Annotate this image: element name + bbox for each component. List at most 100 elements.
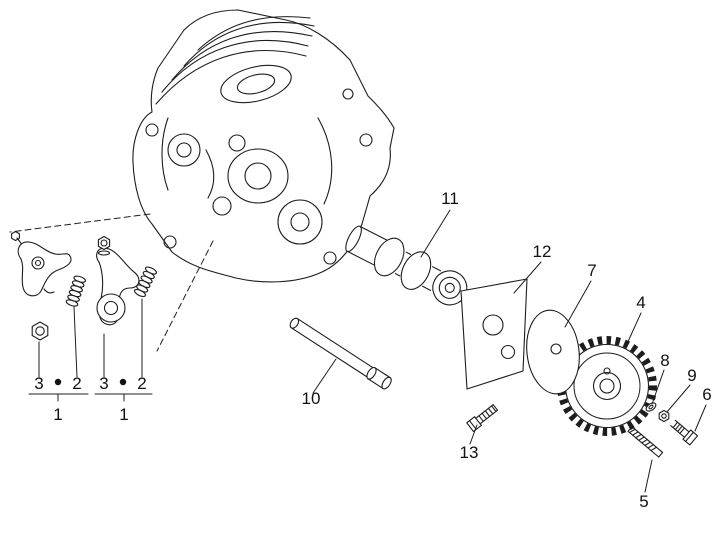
callout-12: 12 (533, 242, 552, 261)
screw-thread (484, 410, 491, 417)
valve-port-inner (176, 142, 192, 158)
callout-6: 6 (702, 385, 711, 404)
callout-1-right: 1 (119, 405, 128, 424)
hex-nut (658, 409, 670, 423)
bolt-thread (672, 421, 679, 429)
cam-journal-edge (421, 285, 432, 291)
cam-shaft-edge (405, 251, 412, 256)
rocker-arm (17, 241, 72, 297)
screw-thread (481, 412, 488, 420)
casting-line (205, 149, 215, 199)
separator-dot-left (54, 378, 62, 386)
cam-bearing-bore (444, 282, 455, 293)
cam-shaft-edge (359, 225, 389, 242)
cam-shaft-edge (394, 273, 401, 277)
plate-outline (460, 278, 528, 390)
stud-end (627, 426, 633, 432)
bolt-thread (674, 423, 681, 431)
valve-spring (65, 275, 87, 307)
pin-edge (296, 318, 376, 370)
pin-edge (374, 367, 391, 379)
rocker-pad-line (43, 288, 55, 294)
callout-13: 13 (460, 443, 479, 462)
combustion-chamber-inner (244, 162, 272, 190)
bolt-hole (359, 133, 373, 147)
callout-3-right: 3 (99, 374, 108, 393)
cooling-fins (155, 16, 315, 105)
spring-coil (136, 284, 149, 293)
screw-thread (491, 405, 497, 412)
spark-plug-opening (220, 64, 292, 104)
fin-line (155, 50, 307, 105)
adjuster-locknut (11, 230, 20, 242)
screw-end (492, 404, 499, 411)
sprocket-pin-hole (603, 367, 611, 375)
leader-line-9 (666, 384, 691, 413)
cam-journal-edge (431, 266, 442, 272)
head-outline (132, 9, 395, 283)
stud-thread (647, 444, 654, 449)
casting-line (317, 117, 333, 205)
leader-line-8 (651, 369, 665, 405)
stud-part5 (627, 426, 664, 458)
leader-line-7 (564, 280, 592, 328)
rocker-pivot-bore (31, 256, 45, 270)
washer-outline (645, 402, 657, 412)
rocker-boss-bore (103, 300, 119, 316)
hex-nut-bore (35, 326, 45, 336)
guide-line (156, 240, 214, 352)
separator-dot-right (119, 378, 127, 386)
stud-thread (644, 441, 651, 446)
bolt-head-facet (685, 431, 694, 442)
callout-2-left: 2 (72, 374, 81, 393)
callout-labels: 3 2 1 3 2 1 4 5 6 7 8 9 10 11 12 13 (34, 189, 711, 511)
leader-line-6 (694, 404, 707, 432)
port-hole (228, 134, 246, 152)
rocker-boss (96, 293, 126, 323)
casting-line (161, 117, 169, 191)
plate-hole (482, 314, 504, 336)
camshaft (345, 225, 486, 309)
screw-thread (478, 415, 484, 422)
nut-part9 (658, 409, 670, 423)
pin-end-face (289, 317, 300, 329)
callout-7: 7 (587, 261, 596, 280)
leader-line-10 (312, 358, 337, 394)
callout-11: 11 (441, 189, 459, 208)
leader-line-4 (625, 312, 642, 347)
stud-thread (650, 446, 657, 452)
valve-spring (133, 266, 158, 298)
stud-thread (632, 431, 639, 436)
callout-2-right: 2 (137, 374, 146, 393)
screw-part13 (466, 404, 499, 433)
disc-outline (526, 309, 580, 395)
rocker-pivot-bore-inner (34, 259, 42, 267)
callout-10: 10 (302, 389, 321, 408)
cylinder-head (132, 9, 395, 283)
stud-edge (627, 430, 660, 458)
sprocket-bore (599, 378, 615, 394)
pin-edge (367, 378, 384, 390)
leader-line-2-left (73, 306, 78, 378)
leader-line-5 (644, 459, 653, 493)
diagram-drawing: 3 2 1 3 2 1 4 5 6 7 8 9 10 11 12 13 (9, 9, 712, 511)
pin-end-face (381, 376, 392, 390)
valve-port (277, 199, 323, 245)
leader-line-11 (420, 209, 451, 258)
valve-port (167, 133, 201, 167)
callout-9: 9 (687, 366, 696, 385)
combustion-chamber (227, 148, 289, 204)
spring-coil (133, 288, 147, 298)
cam-bearing-inner (438, 276, 461, 299)
guide-line (9, 213, 151, 233)
rocker-arm-left-group (11, 230, 87, 341)
explode-guide-lines (9, 213, 214, 352)
valve-port-inner (290, 212, 310, 232)
leader-lines (38, 209, 707, 493)
screw-head (466, 416, 482, 433)
screw-thread (487, 407, 494, 415)
spring-coil (140, 275, 153, 284)
stud-thread (641, 439, 648, 444)
spring-coil (73, 275, 87, 283)
